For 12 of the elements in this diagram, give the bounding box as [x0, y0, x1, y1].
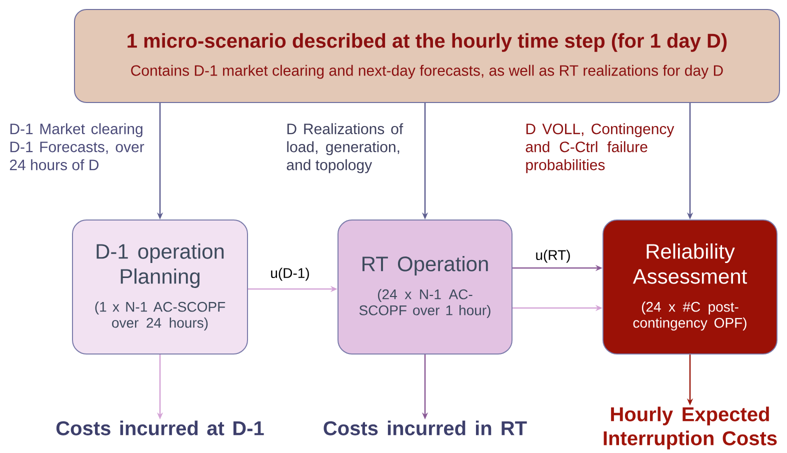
edge-label: D Realizations of load, generation, and topology — [286, 123, 404, 174]
edge-label: D-1 Market clearing D-1 Forecasts, over 24 hours of D — [10, 123, 144, 170]
process-box: D-1 operation Planning (1 x N-1 AC-SCOPF over 24 hours) — [72, 220, 248, 354]
cost-label: Costs incurred in RT — [324, 420, 527, 436]
cost-label: Costs incurred at D-1 — [56, 420, 264, 436]
scenario-box: 1 micro-scenario described at the hourly time step (for 1 day D) Contains D-1 market clearing and next-day forecasts, as well as RT realizations for day D — [74, 9, 780, 103]
edge-label: u(D-1) — [271, 268, 309, 281]
process-box: Reliability Assessment (24 x #C post-contingency OPF) — [602, 220, 778, 354]
cost-label: Hourly Expected Interruption Costs — [604, 406, 777, 450]
edge-label: u(RT) — [536, 250, 570, 263]
process-box: RT Operation (24 x N-1 AC-SCOPF over 1 hour) — [338, 220, 512, 354]
edge-label: D VOLL, Contingency and C-Ctrl failure probabilities — [526, 123, 674, 174]
